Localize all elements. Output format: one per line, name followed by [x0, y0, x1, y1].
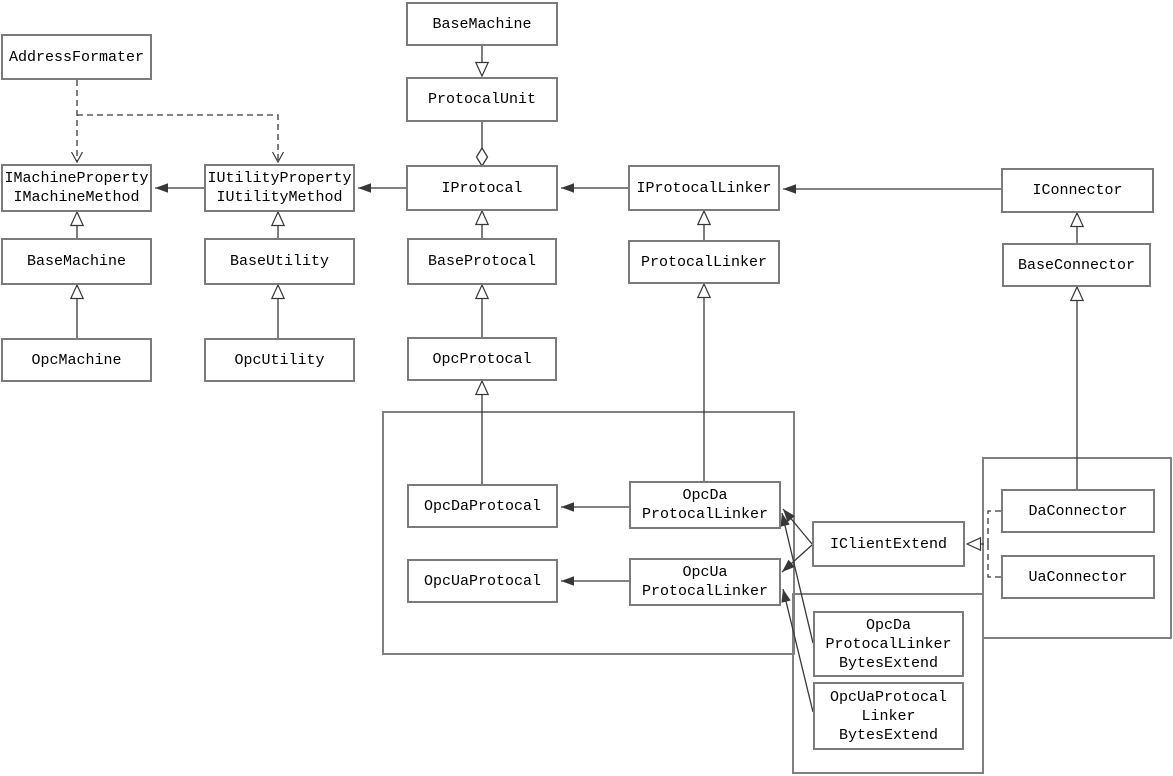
class-box-opcda-pl-bytes-extend[interactable]: OpcDa ProtocalLinker BytesExtend — [813, 611, 964, 677]
class-box-opc-protocal[interactable]: OpcProtocal — [407, 337, 557, 381]
container-bytes-extend-group[interactable] — [792, 593, 984, 774]
class-label-opc-machine: OpcMachine — [31, 351, 122, 369]
edge-association-iclient-extend-to-opcda-protocal-linker[interactable] — [782, 508, 813, 545]
class-box-opcua-protocal[interactable]: OpcUaProtocal — [407, 559, 558, 603]
class-box-address-formater[interactable]: AddressFormater — [1, 34, 152, 80]
class-box-da-connector[interactable]: DaConnector — [1001, 489, 1155, 533]
class-box-iconnector[interactable]: IConnector — [1001, 168, 1154, 213]
edge-realization-ua-connector-to-iclient-extend[interactable] — [987, 544, 1001, 578]
edge-aggregation-diamond-protocal-unit-to-iprotocal[interactable] — [475, 146, 489, 168]
class-label-base-connector: BaseConnector — [1017, 256, 1136, 274]
class-label-opcda-protocal: OpcDaProtocal — [423, 497, 542, 515]
container-opc-protocal-group[interactable] — [382, 411, 795, 655]
class-box-base-machine-left[interactable]: BaseMachine — [1, 238, 152, 285]
class-label-iconnector: IConnector — [1032, 182, 1123, 199]
class-box-ua-connector[interactable]: UaConnector — [1001, 555, 1155, 599]
class-label-opcda-protocal-linker: OpcDa ProtocalLinker — [641, 487, 769, 523]
class-label-base-machine-top: BaseMachine — [432, 15, 532, 33]
class-box-iprotocal-linker[interactable]: IProtocalLinker — [628, 165, 780, 211]
class-box-iclient-extend[interactable]: IClientExtend — [812, 521, 965, 567]
class-box-opc-utility[interactable]: OpcUtility — [204, 338, 355, 382]
class-box-iprotocal[interactable]: IProtocal — [406, 165, 558, 211]
edge-dependency-address-formater-to-iutility[interactable] — [77, 114, 285, 164]
class-box-base-utility[interactable]: BaseUtility — [204, 238, 355, 285]
class-box-iutility[interactable]: IUtilityProperty IUtilityMethod — [204, 164, 355, 212]
class-label-opcua-protocal-linker: OpcUa ProtocalLinker — [641, 564, 769, 600]
class-label-opc-utility: OpcUtility — [234, 351, 325, 369]
edge-association-opcda-pl-bytes-extend-to-opcda-protocal-linker[interactable] — [780, 512, 814, 644]
class-box-opcda-protocal-linker[interactable]: OpcDa ProtocalLinker — [629, 481, 781, 529]
class-label-iclient-extend: IClientExtend — [829, 535, 948, 553]
class-box-base-protocal[interactable]: BaseProtocal — [407, 238, 557, 285]
class-box-opcda-protocal[interactable]: OpcDaProtocal — [407, 484, 558, 528]
class-box-base-connector[interactable]: BaseConnector — [1002, 243, 1151, 287]
class-label-opcua-pl-bytes-extend: OpcUaProtocal Linker BytesExtend — [829, 688, 948, 744]
edge-association-iclient-extend-to-opcua-protocal-linker[interactable] — [781, 544, 813, 573]
class-box-imachine[interactable]: IMachineProperty IMachineMethod — [1, 164, 152, 212]
class-label-base-utility: BaseUtility — [229, 253, 330, 270]
class-label-opc-protocal: OpcProtocal — [432, 350, 532, 368]
class-label-opcua-protocal: OpcUaProtocal — [423, 572, 542, 590]
class-label-protocal-unit: ProtocalUnit — [427, 91, 537, 108]
class-box-opc-machine[interactable]: OpcMachine — [1, 338, 152, 382]
class-label-opcda-pl-bytes-extend: OpcDa ProtocalLinker BytesExtend — [825, 616, 952, 672]
class-box-opcua-pl-bytes-extend[interactable]: OpcUaProtocal Linker BytesExtend — [813, 682, 964, 750]
edge-association-opcua-pl-bytes-extend-to-opcua-protocal-linker[interactable] — [781, 588, 814, 713]
class-box-base-machine-top[interactable]: BaseMachine — [406, 2, 558, 46]
class-label-base-protocal: BaseProtocal — [427, 253, 537, 270]
class-label-da-connector: DaConnector — [1028, 502, 1128, 520]
class-label-iprotocal-linker: IProtocalLinker — [636, 179, 772, 197]
class-label-address-formater: AddressFormater — [8, 48, 145, 66]
class-label-ua-connector: UaConnector — [1028, 568, 1128, 586]
class-label-iprotocal: IProtocal — [441, 179, 523, 197]
class-box-protocal-unit[interactable]: ProtocalUnit — [406, 77, 558, 122]
class-label-iutility: IUtilityProperty IUtilityMethod — [207, 170, 352, 206]
class-label-imachine: IMachineProperty IMachineMethod — [4, 170, 149, 206]
class-box-protocal-linker[interactable]: ProtocalLinker — [628, 240, 780, 284]
class-label-base-machine-left: BaseMachine — [26, 253, 127, 270]
class-box-opcua-protocal-linker[interactable]: OpcUa ProtocalLinker — [629, 558, 781, 606]
class-label-protocal-linker: ProtocalLinker — [640, 253, 768, 271]
